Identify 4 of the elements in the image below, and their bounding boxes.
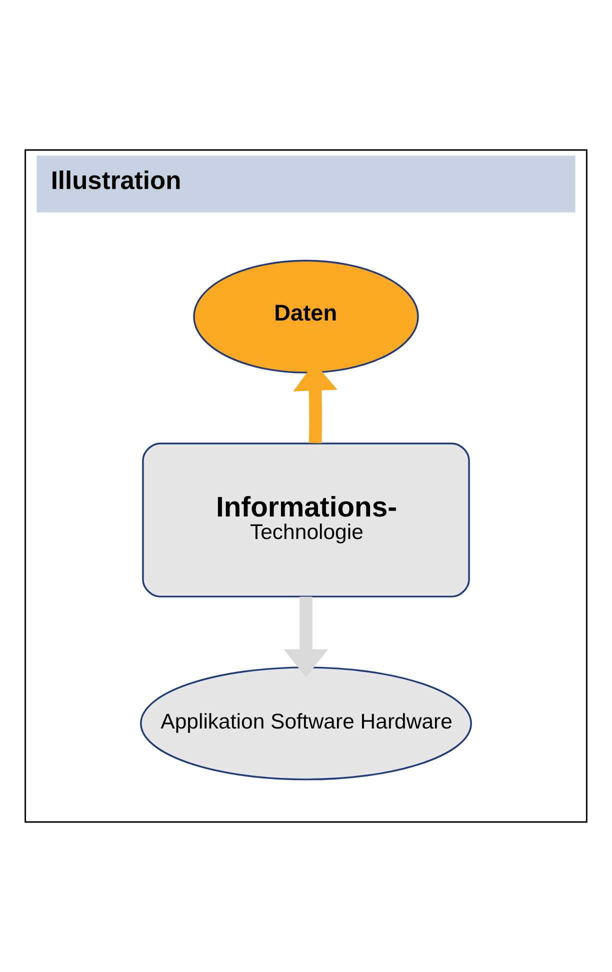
node-box: Informations- Technologie (142, 442, 470, 598)
arrow (284, 596, 328, 678)
node-ellipse: Daten (193, 260, 419, 374)
node-ellipse: Applikation Software Hardware (140, 666, 472, 780)
